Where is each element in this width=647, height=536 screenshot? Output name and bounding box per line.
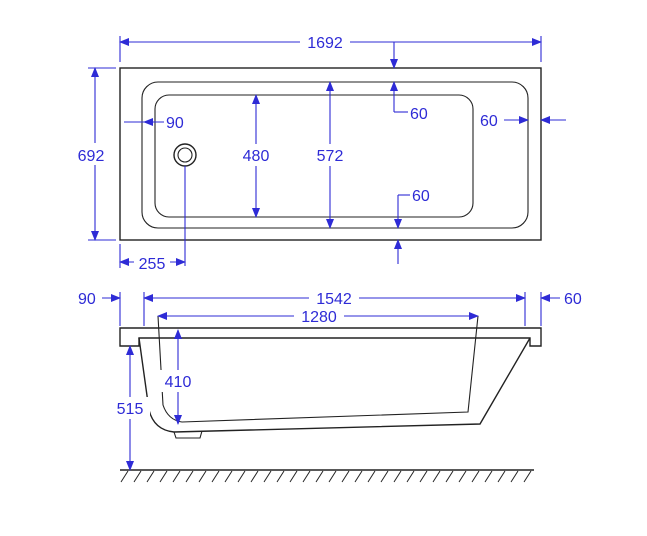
floor-hatch-mark	[211, 470, 220, 483]
bath-outer-rim	[119, 67, 542, 241]
label-overall-length: 1692	[307, 35, 343, 52]
floor-hatch-mark	[432, 470, 441, 483]
bath-side-rim	[119, 327, 542, 347]
label-bottom-rim: 60	[412, 188, 430, 205]
label-inner-width: 480	[243, 148, 270, 165]
label-inner-depth: 410	[165, 374, 192, 391]
bath-basin	[154, 94, 474, 218]
floor-hatch-mark	[406, 470, 415, 483]
floor-hatch-mark	[250, 470, 259, 483]
label-base-length: 1280	[301, 309, 337, 326]
floor-hatch-mark	[367, 470, 376, 483]
bath-side-foot	[173, 430, 203, 439]
label-overall-width: 692	[78, 148, 105, 165]
floor-hatch-mark	[263, 470, 272, 483]
floor-hatch-mark	[133, 470, 142, 483]
label-left-offset: 90	[78, 291, 96, 308]
floor-hatch-mark	[484, 470, 493, 483]
floor-hatch-mark	[471, 470, 480, 483]
bath-side-inner	[157, 315, 479, 423]
floor-hatch-mark	[224, 470, 233, 483]
floor-hatch-mark	[185, 470, 194, 483]
floor-hatch-mark	[289, 470, 298, 483]
side-view: 90 1542 60 1280 410 515	[78, 288, 582, 483]
floor-hatch-mark	[159, 470, 168, 483]
floor-hatch-mark	[276, 470, 285, 483]
floor-hatch-mark	[237, 470, 246, 483]
waste-outlet-inner	[177, 147, 193, 163]
floor-hatch-mark	[146, 470, 155, 483]
label-right-offset: 60	[564, 291, 582, 308]
floor-hatch-mark	[510, 470, 519, 483]
label-572: 572	[317, 148, 344, 165]
floor-hatch-mark	[523, 470, 532, 483]
floor-hatch-mark	[497, 470, 506, 483]
floor-hatch-mark	[380, 470, 389, 483]
bath-inner-rim	[141, 81, 529, 229]
floor-hatch-mark	[315, 470, 324, 483]
floor-hatch-mark	[458, 470, 467, 483]
floor-hatch-mark	[393, 470, 402, 483]
floor-hatching	[120, 470, 532, 483]
waste-outlet-outer	[173, 143, 197, 167]
floor-hatch-mark	[445, 470, 454, 483]
floor-hatch-mark	[419, 470, 428, 483]
floor-hatch-mark	[354, 470, 363, 483]
label-total-height: 515	[117, 401, 144, 418]
floor-hatch-mark	[341, 470, 350, 483]
label-waste-distance: 255	[139, 256, 166, 273]
floor-hatch-mark	[120, 470, 129, 483]
label-top-rim: 60	[410, 106, 428, 123]
floor-hatch-mark	[172, 470, 181, 483]
label-waste-offset: 90	[166, 115, 184, 132]
label-end-rim: 60	[480, 113, 498, 130]
floor-hatch-mark	[302, 470, 311, 483]
floor-hatch-mark	[328, 470, 337, 483]
floor-hatch-mark	[198, 470, 207, 483]
label-rim-length: 1542	[316, 291, 352, 308]
plan-view: 1692 692 90 480 572 60 60 60	[70, 32, 566, 273]
